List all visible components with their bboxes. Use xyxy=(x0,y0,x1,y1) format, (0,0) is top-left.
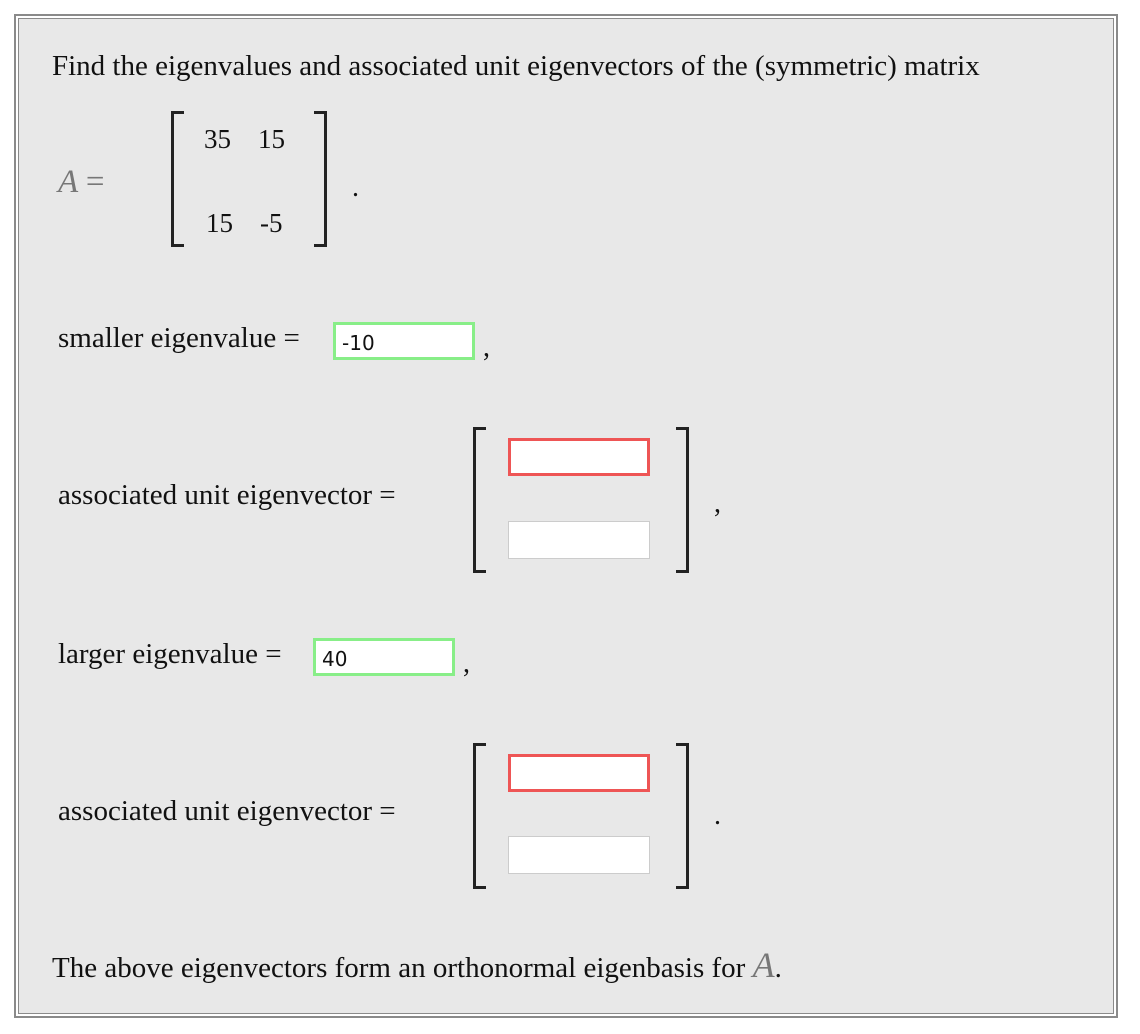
conclusion-text: The above eigenvectors form an orthonorm… xyxy=(52,944,782,986)
matrix-label: A = xyxy=(58,164,104,201)
matrix-left-bracket xyxy=(171,111,184,247)
smaller-eigenvector-label: associated unit eigenvector = xyxy=(58,479,396,511)
larger-eigenvalue-label: larger eigenvalue = xyxy=(58,638,282,670)
vector2-top-input[interactable] xyxy=(508,754,650,792)
matrix-cell-11: 35 xyxy=(204,124,231,154)
larger-eigenvalue-input[interactable]: 40 xyxy=(313,638,455,676)
vector2-bottom-input[interactable] xyxy=(508,836,650,874)
vector2-period: . xyxy=(714,800,721,831)
smaller-eigenvalue-comma: , xyxy=(483,332,490,363)
matrix-symbol: A xyxy=(58,164,78,200)
vector2-left-bracket xyxy=(473,743,486,889)
vector2-right-bracket xyxy=(676,743,689,889)
matrix-cell-22: -5 xyxy=(260,208,283,238)
matrix-equals: = xyxy=(85,164,105,200)
vector1-comma: , xyxy=(714,488,721,519)
matrix-cell-12: 15 xyxy=(258,124,285,154)
vector1-right-bracket xyxy=(676,427,689,573)
conclusion-matrix-symbol: A xyxy=(752,945,775,985)
vector1-left-bracket xyxy=(473,427,486,573)
problem-statement: Find the eigenvalues and associated unit… xyxy=(52,50,980,82)
smaller-eigenvalue-label: smaller eigenvalue = xyxy=(58,322,300,354)
smaller-eigenvalue-input[interactable]: -10 xyxy=(333,322,475,360)
conclusion-sentence: The above eigenvectors form an orthonorm… xyxy=(52,952,746,984)
conclusion-period: . xyxy=(774,952,782,984)
matrix-cell-21: 15 xyxy=(206,208,233,238)
vector1-bottom-input[interactable] xyxy=(508,521,650,559)
larger-eigenvalue-comma: , xyxy=(463,648,470,679)
matrix-right-bracket xyxy=(314,111,327,247)
matrix-period: . xyxy=(352,172,359,203)
problem-panel: Find the eigenvalues and associated unit… xyxy=(14,14,1118,1018)
vector1-top-input[interactable] xyxy=(508,438,650,476)
larger-eigenvector-label: associated unit eigenvector = xyxy=(58,795,396,827)
